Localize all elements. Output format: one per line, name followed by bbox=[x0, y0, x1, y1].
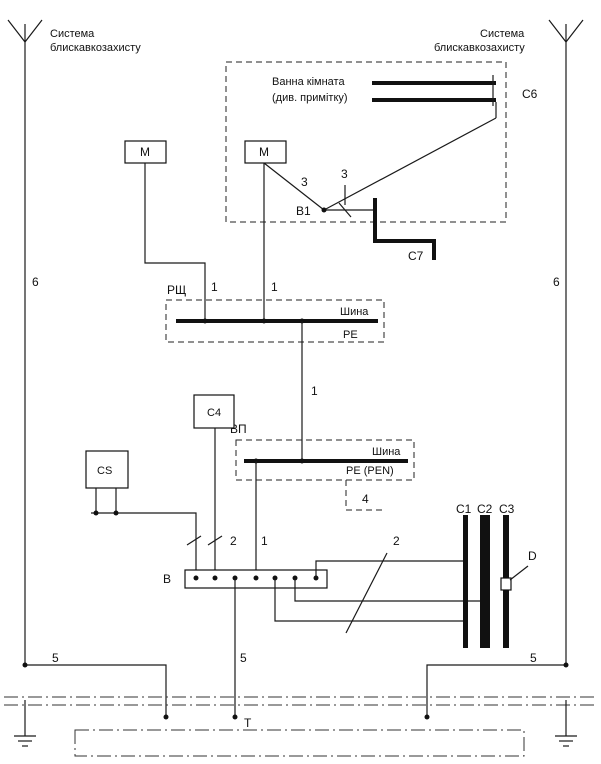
label-m-right: M bbox=[259, 145, 269, 159]
label-cs: CS bbox=[97, 465, 112, 477]
label-6-left: 6 bbox=[32, 275, 39, 289]
lightning-system-right-line1: Система bbox=[480, 28, 525, 40]
label-3-b: 3 bbox=[341, 167, 348, 181]
ground-icon-right bbox=[555, 700, 577, 747]
label-c3: C3 bbox=[499, 502, 515, 516]
label-m-left: M bbox=[140, 145, 150, 159]
label-c7: C7 bbox=[408, 249, 424, 263]
label-6-right: 6 bbox=[553, 275, 560, 289]
label-5-left: 5 bbox=[52, 651, 59, 665]
pipe-c6-lower bbox=[372, 98, 496, 102]
label-rsh: РЩ bbox=[167, 283, 186, 297]
bus-pe-vp bbox=[244, 459, 408, 463]
bus-pe-rsh bbox=[176, 319, 378, 323]
label-bus1-bottom: PE bbox=[343, 329, 358, 341]
label-2-right: 2 bbox=[393, 534, 400, 548]
lightning-system-left-line2: блискавкозахисту bbox=[50, 42, 141, 54]
label-c2: C2 bbox=[477, 502, 493, 516]
lightning-mast-left bbox=[7, 19, 43, 665]
label-5-mid: 5 bbox=[240, 651, 247, 665]
label-b: B bbox=[163, 572, 171, 586]
label-1-low: 1 bbox=[261, 534, 268, 548]
lightning-system-right-line2: блискавкозахисту bbox=[434, 42, 525, 54]
bathroom-label-line2: (див. примітку) bbox=[272, 92, 348, 104]
label-bus2-top: Шина bbox=[372, 446, 401, 458]
label-4: 4 bbox=[362, 492, 369, 506]
bathroom-zone bbox=[225, 61, 507, 223]
pipe-c7 bbox=[373, 198, 436, 260]
label-2-left: 2 bbox=[230, 534, 237, 548]
lightning-system-left-line1: Система bbox=[50, 28, 95, 40]
bathroom-label-line1: Ванна кімната bbox=[272, 76, 345, 88]
label-1-mid: 1 bbox=[311, 384, 318, 398]
label-3-a: 3 bbox=[301, 175, 308, 189]
label-c4: C4 bbox=[207, 407, 221, 419]
label-bus2-bottom: PE (PEN) bbox=[346, 465, 394, 477]
label-b1: B1 bbox=[296, 204, 311, 218]
equipment-cs bbox=[85, 450, 129, 489]
label-d: D bbox=[528, 549, 537, 563]
label-1-right: 1 bbox=[271, 280, 278, 294]
equipment-c4 bbox=[193, 394, 235, 429]
lightning-mast-right bbox=[548, 19, 584, 665]
label-c1: C1 bbox=[456, 502, 472, 516]
motor-m-right bbox=[244, 140, 287, 164]
insert-d bbox=[500, 577, 512, 591]
label-t: T bbox=[244, 716, 252, 730]
label-5-right: 5 bbox=[530, 651, 537, 665]
pipe-c6-upper bbox=[372, 81, 496, 85]
node-b1 bbox=[321, 207, 327, 213]
input-panel-vp bbox=[235, 439, 415, 481]
pipe-c2 bbox=[480, 515, 490, 648]
earth-electrode-t bbox=[74, 729, 525, 757]
ground-icon-left bbox=[14, 700, 36, 747]
pipe-c1 bbox=[463, 515, 468, 648]
label-1-left: 1 bbox=[211, 280, 218, 294]
label-c6: C6 bbox=[522, 87, 538, 101]
label-bus1-top: Шина bbox=[340, 306, 369, 318]
